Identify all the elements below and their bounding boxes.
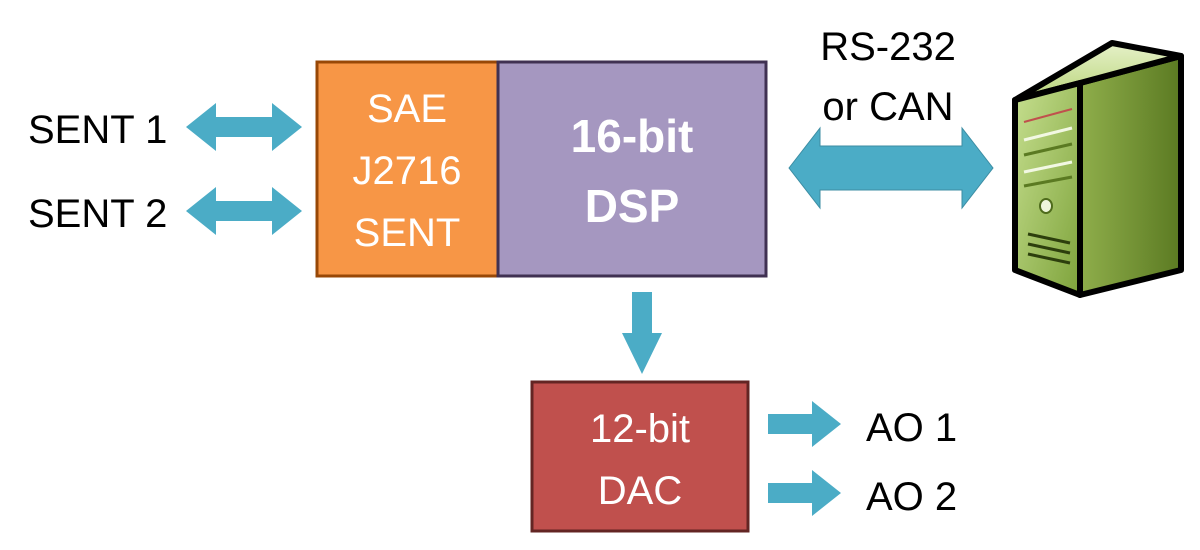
sent2-double-arrow: [186, 187, 302, 235]
dac-block-line2: DAC: [598, 469, 682, 513]
dac-block: [530, 380, 750, 533]
dsp-block-line2: DSP: [585, 180, 680, 232]
sent1-label: SENT 1: [28, 108, 167, 152]
sent-block-line3: SENT: [354, 211, 461, 255]
dsp-block: [496, 60, 768, 278]
server-tower-icon: [1012, 40, 1184, 298]
ao1-arrow: [768, 401, 841, 447]
ao2-label: AO 2: [866, 475, 957, 519]
dac-block-line1: 12-bit: [590, 407, 690, 451]
link-double-arrow: [788, 126, 994, 210]
sent2-label: SENT 2: [28, 192, 167, 236]
sent-block-line2: J2716: [353, 149, 462, 193]
ao1-label: AO 1: [866, 406, 957, 450]
link-label-line2: or CAN: [822, 85, 953, 129]
ao2-arrow: [768, 470, 841, 516]
dsp-block-line1: 16-bit: [571, 110, 694, 162]
dsp-to-dac-arrow: [622, 292, 662, 374]
sent1-double-arrow: [186, 103, 302, 151]
sent-block: [315, 60, 500, 278]
sent-block-line1: SAE: [367, 87, 447, 131]
link-label-line1: RS-232: [820, 25, 956, 69]
